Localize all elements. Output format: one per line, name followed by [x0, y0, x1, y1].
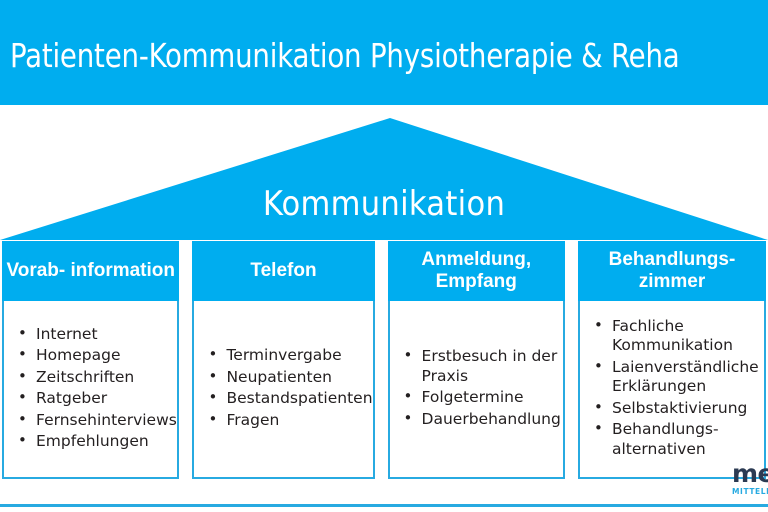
logo-wordmark: me	[731, 458, 768, 488]
list-item: Laienverständliche Erklärungen	[592, 357, 764, 397]
column-telefon: Telefon Terminvergabe Neupatienten Besta…	[192, 241, 375, 479]
roof-shape: Kommunikation	[0, 112, 768, 242]
page-title: Patienten-Kommunikation Physiotherapie &…	[10, 36, 680, 75]
list-item: Neupatienten	[206, 367, 372, 388]
bullet-list: Fachliche Kommunikation Laienverständlic…	[580, 316, 764, 462]
roof-triangle-icon	[0, 118, 768, 240]
column-header: Behandlungs- zimmer	[577, 241, 766, 301]
column-header: Vorab- information	[2, 241, 180, 301]
list-item: Zeitschriften	[16, 367, 177, 388]
list-item: Ratgeber	[16, 388, 177, 409]
list-item: Erstbesuch in der Praxis	[402, 346, 563, 386]
column-behandlungszimmer: Behandlungs- zimmer Fachliche Kommunikat…	[577, 241, 766, 479]
bottom-divider	[0, 504, 768, 507]
column-vorabinformation: Vorab- information Internet Homepage Zei…	[2, 241, 180, 479]
list-item: Fragen	[206, 410, 372, 431]
bullet-list: Internet Homepage Zeitschriften Ratgeber…	[4, 324, 177, 454]
list-item: Homepage	[16, 345, 177, 366]
column-body: Internet Homepage Zeitschriften Ratgeber…	[2, 301, 180, 479]
list-item: Terminvergabe	[206, 345, 372, 366]
title-bar: Patienten-Kommunikation Physiotherapie &…	[0, 0, 768, 105]
bullet-list: Terminvergabe Neupatienten Bestandspatie…	[194, 345, 372, 432]
list-item: Fernsehinterviews	[16, 410, 177, 431]
logo-subtitle: MITTELP	[731, 486, 768, 496]
list-item: Empfehlungen	[16, 431, 177, 452]
column-body: Erstbesuch in der Praxis Folgetermine Da…	[387, 301, 565, 479]
list-item: Internet	[16, 324, 177, 345]
column-anmeldung-empfang: Anmeldung, Empfang Erstbesuch in der Pra…	[387, 241, 565, 479]
list-item: Dauerbehandlung	[402, 409, 563, 430]
list-item: Selbstaktivierung	[592, 398, 764, 419]
brand-logo: me MITTELP	[732, 461, 768, 496]
column-group: Vorab- information Internet Homepage Zei…	[2, 241, 766, 479]
column-body: Fachliche Kommunikation Laienverständlic…	[577, 301, 766, 479]
column-header: Telefon	[192, 241, 375, 301]
column-header: Anmeldung, Empfang	[387, 241, 565, 301]
list-item: Folgetermine	[402, 387, 563, 408]
list-item: Fachliche Kommunikation	[592, 316, 764, 356]
column-body: Terminvergabe Neupatienten Bestandspatie…	[192, 301, 375, 479]
list-item: Behandlungs- alternativen	[592, 419, 764, 459]
bullet-list: Erstbesuch in der Praxis Folgetermine Da…	[390, 346, 563, 431]
list-item: Bestandspatienten	[206, 388, 372, 409]
